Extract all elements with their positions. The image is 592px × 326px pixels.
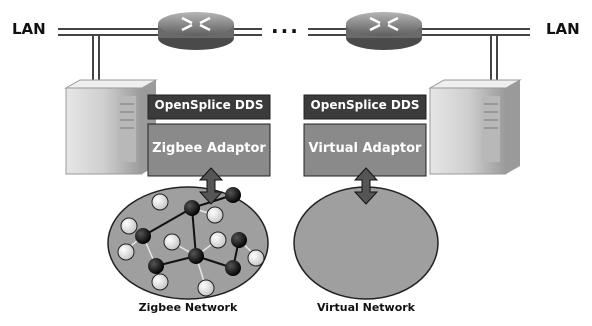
zigbee-node-dark: [135, 187, 247, 276]
server-icon: [64, 79, 158, 175]
dds-label-left: OpenSplice DDS: [154, 98, 264, 112]
zigbee-node-light: [117, 193, 265, 297]
server-link-right: [490, 35, 498, 85]
zigbee-network-label: Zigbee Network: [138, 301, 238, 314]
lan-label-left: LAN: [12, 20, 46, 38]
server-link-left: [92, 35, 100, 85]
adaptor-label-left: Zigbee Adaptor: [152, 141, 266, 156]
server-icon: [428, 79, 522, 175]
adaptor-label-right: Virtual Adaptor: [308, 141, 422, 156]
dds-box-right: [303, 94, 427, 120]
router-icon: [158, 12, 234, 50]
lan-label-right: LAN: [546, 20, 580, 38]
adaptor-box-left: [147, 123, 271, 177]
link-ellipsis: ...: [271, 14, 300, 38]
dds-box-left: [147, 94, 271, 120]
adaptor-box-right: [303, 123, 427, 177]
double-arrow-icon: [198, 167, 224, 205]
double-arrow-icon: [353, 167, 379, 205]
router-icon: [346, 12, 422, 50]
virtual-network-label: Virtual Network: [316, 301, 415, 314]
dds-label-right: OpenSplice DDS: [310, 98, 420, 112]
